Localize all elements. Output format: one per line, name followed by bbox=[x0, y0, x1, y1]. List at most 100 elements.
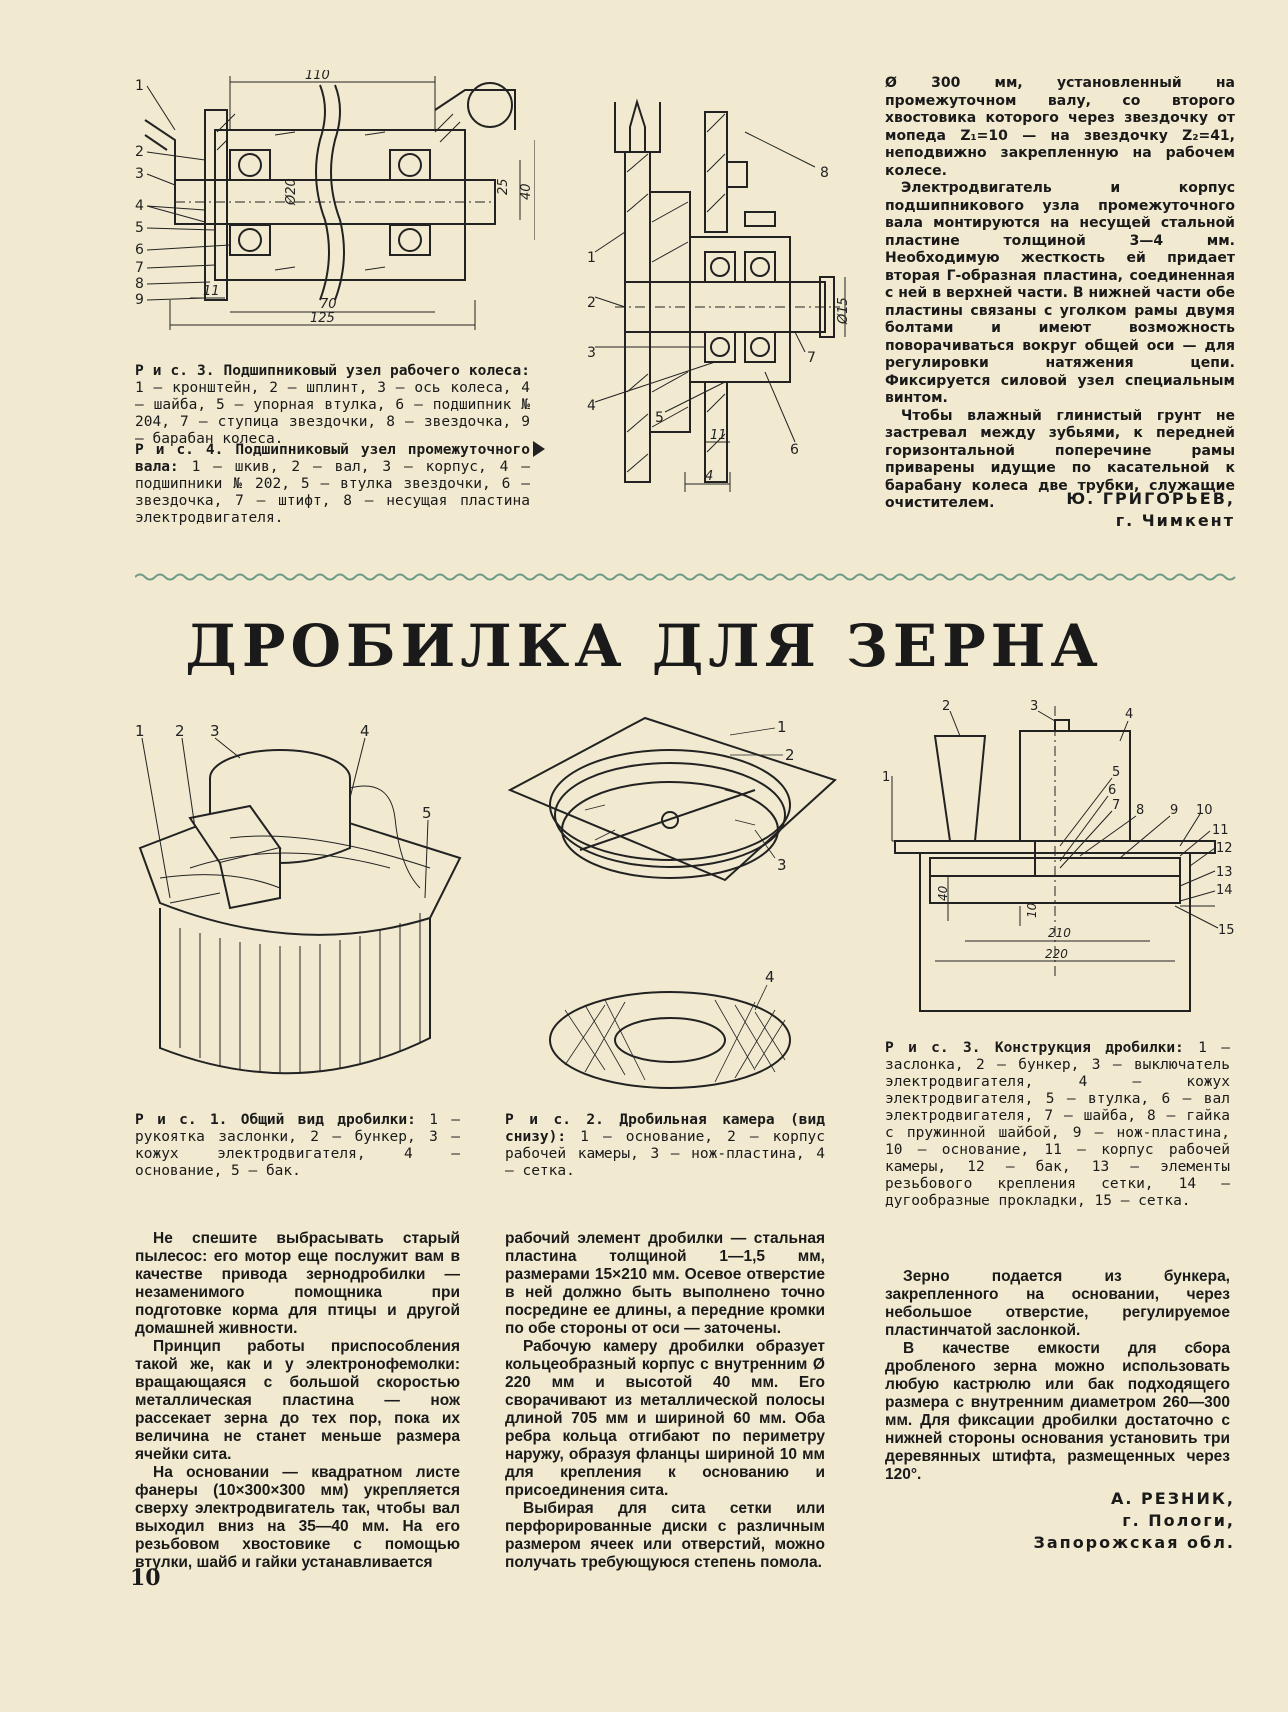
caption-body: 1 — заслонка, 2 — бункер, 3 — выключател… bbox=[885, 1040, 1230, 1209]
caption-body: 1 — кронштейн, 2 — шплинт, 3 — ось колес… bbox=[135, 380, 530, 447]
caption-construction: Р и с. 3. Конструкция дробилки: 1 — засл… bbox=[885, 1040, 1230, 1210]
dim-d15: Ø15 bbox=[836, 297, 851, 325]
callout-12: 12 bbox=[1216, 841, 1233, 856]
callout-4: 4 bbox=[765, 968, 775, 986]
callout-2: 2 bbox=[785, 746, 795, 764]
callout-3: 3 bbox=[587, 345, 596, 361]
callout-14: 14 bbox=[1216, 883, 1233, 898]
paragraph: Не спешите выбрасывать старый пылесос: е… bbox=[135, 1230, 460, 1337]
crusher-view-drawing: 1 2 3 4 5 bbox=[135, 722, 462, 1075]
paragraph: В качестве емкости для сбора дробленого … bbox=[885, 1340, 1230, 1483]
paragraph: Рабочую камеру дробилки образует кольцео… bbox=[505, 1338, 825, 1499]
callout-13: 13 bbox=[1216, 865, 1233, 880]
ornamental-divider bbox=[135, 573, 1236, 581]
figure-crusher-construction: 40 10 210 220 1 2 3 4 5 6 7 8 9 10 11 12… bbox=[880, 696, 1250, 1021]
paragraph: Ø 300 мм, установленный на промежуточном… bbox=[885, 75, 1235, 179]
top-author-signature: Ю. ГРИГОРЬЕВ, г. Чимкент bbox=[935, 488, 1235, 532]
dim-4: 4 bbox=[705, 469, 713, 484]
dim-125: 125 bbox=[310, 311, 335, 326]
wheel-bearing-drawing: 110 Ø20 25 40 11 70 125 1 2 3 4 5 6 7 8 … bbox=[135, 70, 535, 330]
page-number: 10 bbox=[130, 1565, 161, 1591]
author-city: г. Чимкент bbox=[1115, 511, 1235, 530]
construction-drawing: 40 10 210 220 1 2 3 4 5 6 7 8 9 10 11 12… bbox=[882, 699, 1235, 1012]
callout-6: 6 bbox=[135, 242, 144, 258]
callout-3: 3 bbox=[777, 856, 787, 874]
callout-5: 5 bbox=[1112, 765, 1120, 780]
paragraph: Электродвигатель и корпус подшипникового… bbox=[885, 180, 1235, 406]
paragraph: Принцип работы приспособления такой же, … bbox=[135, 1338, 460, 1463]
caption-crushing-chamber: Р и с. 2. Дробильная камера (вид снизу):… bbox=[505, 1112, 825, 1180]
callout-9: 9 bbox=[1170, 803, 1178, 818]
callout-10: 10 bbox=[1196, 803, 1213, 818]
caption-body: 1 — основание, 2 — корпус рабочей камеры… bbox=[505, 1129, 826, 1179]
figure-wheel-bearing-unit: 110 Ø20 25 40 11 70 125 1 2 3 4 5 6 7 8 … bbox=[135, 70, 535, 355]
callout-2: 2 bbox=[135, 144, 144, 160]
figure-crusher-general-view: 1 2 3 4 5 bbox=[130, 718, 480, 1103]
article-author-signature: А. РЕЗНИК, г. Пологи, Запорожская обл. bbox=[930, 1488, 1235, 1554]
callout-8: 8 bbox=[1136, 803, 1144, 818]
callout-2: 2 bbox=[587, 295, 596, 311]
paragraph: рабочий элемент дробилки — стальная плас… bbox=[505, 1230, 825, 1337]
callout-3: 3 bbox=[1030, 699, 1038, 714]
callout-7: 7 bbox=[807, 350, 816, 366]
dim-210: 210 bbox=[1048, 926, 1071, 940]
author-region: Запорожская обл. bbox=[1033, 1533, 1235, 1552]
callout-5: 5 bbox=[135, 220, 144, 236]
article-title: ДРОБИЛКА ДЛЯ ЗЕРНА bbox=[185, 612, 1103, 680]
callout-4: 4 bbox=[587, 398, 596, 414]
caption-head: Р и с. 3. Подшипниковый узел рабочего ко… bbox=[135, 363, 530, 379]
chamber-drawing: 1 2 3 4 bbox=[507, 716, 837, 1089]
callout-5: 5 bbox=[422, 804, 432, 822]
dim-11: 11 bbox=[203, 284, 220, 299]
callout-8: 8 bbox=[820, 165, 829, 181]
callout-7: 7 bbox=[135, 260, 144, 276]
callout-4: 4 bbox=[135, 198, 144, 214]
callout-11: 11 bbox=[1212, 823, 1229, 838]
author-name: Ю. ГРИГОРЬЕВ, bbox=[1066, 489, 1235, 508]
author-city: г. Пологи, bbox=[1122, 1511, 1235, 1530]
caption-head: Р и с. 4. Подшипниковый узел промежуточн… bbox=[135, 442, 530, 475]
caption-head: Р и с. 1. Общий вид дробилки: bbox=[135, 1112, 416, 1128]
arrow-pointer-icon bbox=[533, 441, 545, 457]
callout-2: 2 bbox=[175, 722, 185, 740]
caption-intermediate-shaft: Р и с. 4. Подшипниковый узел промежуточн… bbox=[135, 442, 530, 527]
caption-wheel-bearing: Р и с. 3. Подшипниковый узел рабочего ко… bbox=[135, 363, 530, 448]
callout-7: 7 bbox=[1112, 798, 1120, 813]
caption-head: Р и с. 3. Конструкция дробилки: bbox=[885, 1040, 1184, 1056]
dim-10: 10 bbox=[1025, 902, 1039, 918]
top-text-column: Ø 300 мм, установленный на промежуточном… bbox=[885, 75, 1235, 513]
callout-15: 15 bbox=[1218, 923, 1235, 938]
author-name: А. РЕЗНИК, bbox=[1111, 1489, 1235, 1508]
dim-110: 110 bbox=[305, 70, 330, 83]
caption-head: Р и с. 2. Дробильная камера (вид снизу): bbox=[505, 1112, 825, 1145]
shaft-bearing-drawing: Ø15 11 4 1 2 3 4 5 6 7 8 bbox=[587, 98, 851, 492]
dim-40: 40 bbox=[519, 183, 534, 200]
article-column-3: Зерно подается из бункера, закрепленного… bbox=[885, 1268, 1230, 1484]
callout-2: 2 bbox=[942, 699, 950, 714]
figure-intermediate-shaft-unit: Ø15 11 4 1 2 3 4 5 6 7 8 bbox=[585, 92, 855, 497]
paragraph: Чтобы влажный глинистый грунт не застрев… bbox=[885, 407, 1235, 512]
dim-220: 220 bbox=[1045, 947, 1068, 961]
article-column-1: Не спешите выбрасывать старый пылесос: е… bbox=[135, 1230, 460, 1572]
dim-40: 40 bbox=[936, 885, 950, 901]
dim-25: 25 bbox=[496, 178, 511, 195]
paragraph: Зерно подается из бункера, закрепленного… bbox=[885, 1268, 1230, 1339]
callout-4: 4 bbox=[360, 722, 370, 740]
dim-d20: Ø20 bbox=[284, 178, 299, 206]
callout-9: 9 bbox=[135, 292, 144, 308]
callout-6: 6 bbox=[790, 442, 799, 458]
dim-11: 11 bbox=[710, 428, 727, 443]
caption-body: 1 — рукоятка заслонки, 2 — бункер, 3 — к… bbox=[135, 1112, 460, 1179]
dim-70: 70 bbox=[320, 297, 337, 312]
callout-5: 5 bbox=[655, 410, 664, 426]
callout-8: 8 bbox=[135, 276, 144, 292]
callout-3: 3 bbox=[210, 722, 220, 740]
callout-1: 1 bbox=[135, 722, 145, 740]
callout-1: 1 bbox=[777, 718, 787, 736]
caption-body: 1 — шкив, 2 — вал, 3 — корпус, 4 — подши… bbox=[135, 459, 531, 526]
callout-1: 1 bbox=[587, 250, 596, 266]
callout-1: 1 bbox=[882, 770, 890, 785]
callout-3: 3 bbox=[135, 166, 144, 182]
article-column-2: рабочий элемент дробилки — стальная плас… bbox=[505, 1230, 825, 1572]
